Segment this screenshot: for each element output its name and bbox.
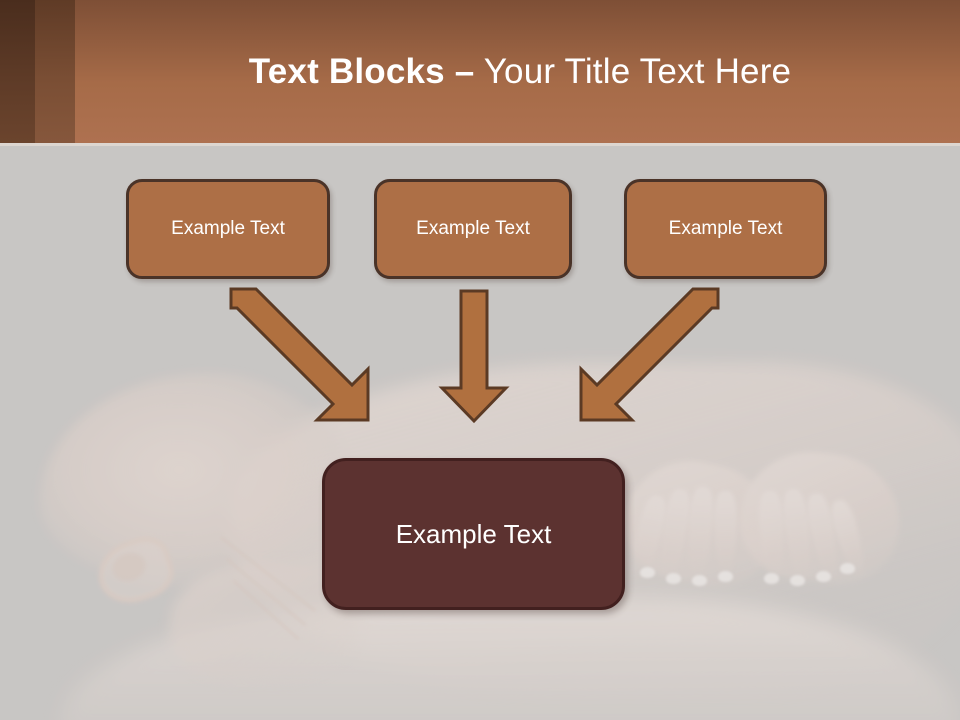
photo-fingernail — [764, 573, 779, 584]
slide-header — [0, 0, 960, 143]
photo-finger — [714, 491, 737, 579]
page-title-strong: Text Blocks – — [248, 52, 475, 91]
page-title: Text Blocks – Your Title Text Here — [120, 52, 920, 92]
photo-fingernail — [640, 567, 655, 578]
photo-fingernail — [790, 575, 805, 586]
header-stripe-mid — [35, 0, 75, 143]
header-underline — [0, 143, 960, 146]
text-block-2-label: Example Text — [416, 218, 530, 239]
text-block-1[interactable]: Example Text — [126, 179, 330, 279]
photo-fingernail — [718, 571, 733, 582]
photo-fingernail — [816, 571, 831, 582]
photo-fingernail — [692, 575, 707, 586]
page-title-rest: Your Title Text Here — [474, 52, 792, 91]
photo-fingernail — [666, 573, 681, 584]
photo-fingernail — [840, 563, 855, 574]
header-stripe-dark — [0, 0, 35, 143]
result-text-block-label: Example Text — [395, 518, 552, 549]
text-block-3[interactable]: Example Text — [624, 179, 827, 279]
result-text-block[interactable]: Example Text — [322, 458, 625, 610]
text-block-2[interactable]: Example Text — [374, 179, 572, 279]
text-block-1-label: Example Text — [171, 218, 285, 239]
text-block-3-label: Example Text — [668, 218, 783, 239]
